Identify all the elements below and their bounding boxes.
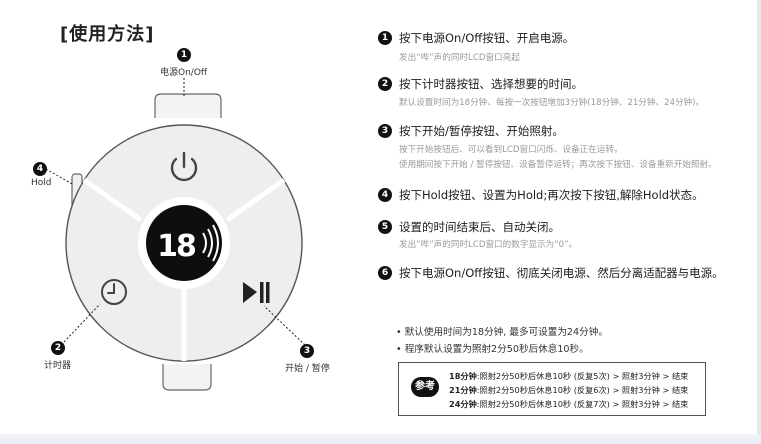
step-title: 按下电源On/Off按钮、开启电源。 <box>399 31 575 45</box>
step-note: 默认设置时间为18分钟、每按一次按钮增加3分钟(18分钟、21分钟、24分钟)。 <box>399 98 705 108</box>
reference-line: 21分钟:照射2分50秒后休息10秒 (反复6次) > 照射3分钟 > 结束 <box>449 384 688 396</box>
top-handle <box>154 93 222 118</box>
bottom-stand <box>162 364 212 391</box>
callout-hold-number: 4 <box>33 162 47 176</box>
step-number: 5 <box>378 220 392 234</box>
step-note: 按下开始按钮后、可以看到LCD窗口闪烁、设备正在运转。 <box>399 145 623 155</box>
step-note: 发出“哔”声的同时LCD窗口亮起 <box>399 53 520 63</box>
lcd-display <box>146 205 222 281</box>
hold-leader <box>45 168 73 185</box>
step-number: 1 <box>378 31 392 45</box>
step-number: 3 <box>378 124 392 138</box>
divider-left <box>82 177 143 223</box>
reference-line: 24分钟:照射2分50秒后休息10秒 (反复7次) > 照射3分钟 > 结束 <box>449 398 688 410</box>
power-icon[interactable] <box>170 151 198 182</box>
reference-duration: 21分钟 <box>449 385 477 395</box>
callout-timer-number: 2 <box>51 341 65 355</box>
step-note: 使用期间按下开始 / 暂停按钮、设备暂停运转；再次按下按钮、设备重新开始照射。 <box>399 160 717 170</box>
lcd-digits: 18 <box>157 229 196 264</box>
reference-badge: 参考 <box>411 377 439 397</box>
signal-wave-3 <box>212 224 219 262</box>
callout-hold-label: Hold <box>31 178 52 188</box>
reference-program: :照射2分50秒后休息10秒 (反复5次) > 照射3分钟 > 结束 <box>476 371 689 381</box>
callout-power-label: 电源On/Off <box>160 68 208 78</box>
clock-icon[interactable] <box>101 279 127 305</box>
page-title: [使用方法] <box>60 24 155 45</box>
callout-power-number: 1 <box>177 48 191 62</box>
note-item: • 程序默认设置为照射2分50秒后休息10秒。 <box>396 344 589 355</box>
step-note: 发出“哔”声的同时LCD窗口的数字显示为“0”。 <box>399 240 578 250</box>
reference-duration: 24分钟 <box>449 399 477 409</box>
callout-timer-label: 计时器 <box>44 361 72 371</box>
reference-program: :照射2分50秒后休息10秒 (反复7次) > 照射3分钟 > 结束 <box>476 399 689 409</box>
play-pause-icon[interactable] <box>243 282 270 303</box>
signal-wave-1 <box>202 232 207 254</box>
divider-right <box>225 177 286 223</box>
step-title: 按下Hold按钮、设置为Hold;再次按下按钮,解除Hold状态。 <box>399 188 704 202</box>
reference-duration: 18分钟 <box>449 371 477 381</box>
device-illustration: 18 <box>45 78 306 391</box>
reference-program: :照射2分50秒后休息10秒 (反复6次) > 照射3分钟 > 结束 <box>476 385 689 395</box>
step-title: 设置的时间结束后、自动关闭。 <box>399 220 560 234</box>
step-number: 4 <box>378 188 392 202</box>
page-edge <box>757 0 761 444</box>
note-item: • 默认使用时间为18分钟, 最多可设置为24分钟。 <box>396 327 608 338</box>
timer-leader <box>63 303 101 343</box>
step-number: 6 <box>378 266 392 280</box>
usage-notes: • 默认使用时间为18分钟, 最多可设置为24分钟。 • 程序默认设置为照射2分… <box>396 324 608 358</box>
signal-wave-2 <box>207 228 213 258</box>
step-title: 按下电源On/Off按钮、彻底关闭电源、然后分离适配器与电源。 <box>399 266 724 280</box>
callout-start-label: 开始 / 暂停 <box>285 364 330 374</box>
step-title: 按下开始/暂停按钮、开始照射。 <box>399 124 564 138</box>
reference-box: 参考 18分钟:照射2分50秒后休息10秒 (反复5次) > 照射3分钟 > 结… <box>398 362 706 416</box>
callout-start-number: 3 <box>300 344 314 358</box>
bottom-strip <box>0 434 761 444</box>
reference-line: 18分钟:照射2分50秒后休息10秒 (反复5次) > 照射3分钟 > 结束 <box>449 370 688 382</box>
step-title: 按下计时器按钮、选择想要的时间。 <box>399 77 583 91</box>
step-number: 2 <box>378 77 392 91</box>
start-leader <box>263 305 306 346</box>
